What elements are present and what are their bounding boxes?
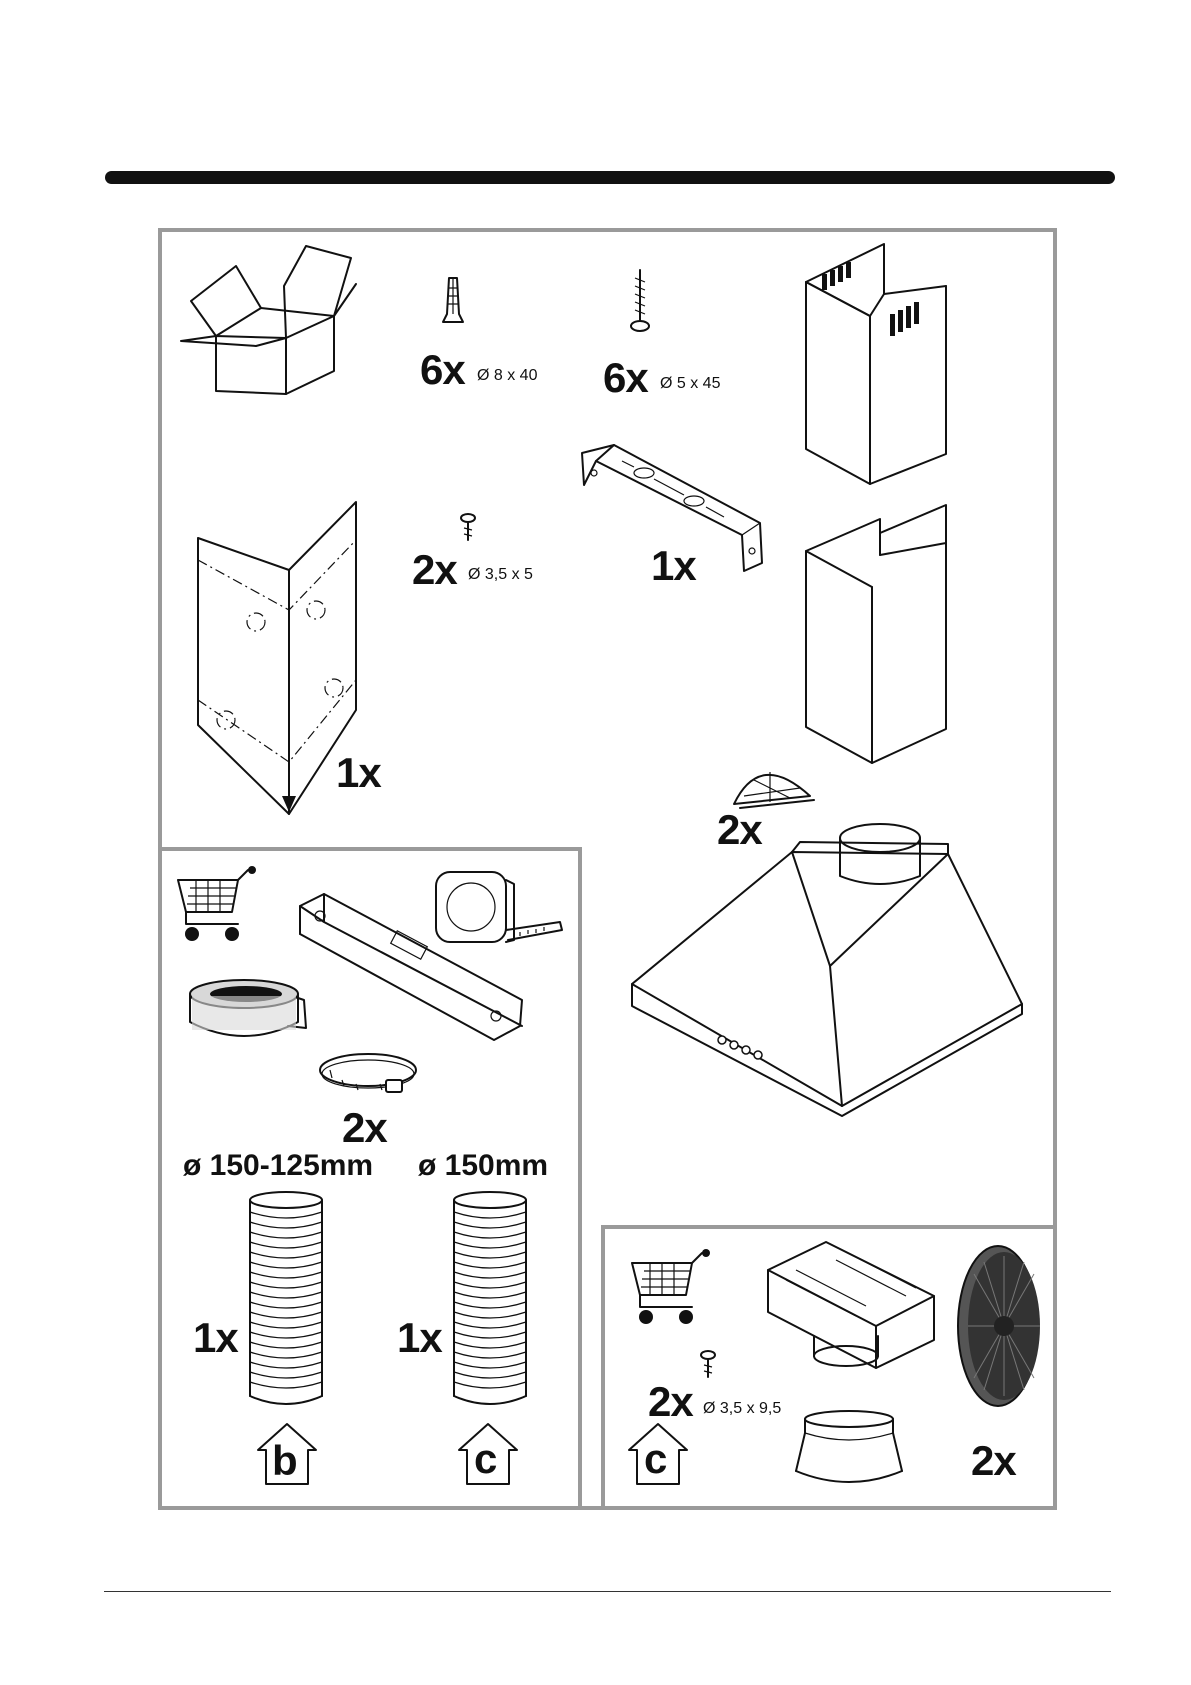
hose-clamp-icon — [316, 1050, 420, 1096]
adapter-ring-icon — [794, 1409, 904, 1489]
extraction-mode-letter: b — [272, 1440, 298, 1482]
tape-measure-icon — [434, 870, 564, 954]
recirculation-mode-letter-2: c — [644, 1438, 667, 1480]
recirculation-mode-icon-2: c — [625, 1420, 691, 1488]
hose-b-qty: 1x — [397, 1317, 442, 1359]
filter-grid-icon — [730, 762, 814, 812]
bracket-qty: 1x — [651, 545, 696, 587]
shopping-cart-icon-2 — [630, 1251, 712, 1325]
hose-a-qty: 1x — [193, 1317, 238, 1359]
lower-chimney-icon — [800, 505, 950, 767]
small-screw-dim: Ø 3,5 x 5 — [468, 567, 533, 583]
small-screw-icon-2 — [700, 1349, 716, 1379]
box-icon — [176, 246, 361, 401]
wall-plug-qty: 6x — [420, 349, 465, 391]
template-qty: 1x — [336, 752, 381, 794]
footer-rule — [104, 1591, 1111, 1592]
hose-b-diameter: ø 150mm — [418, 1151, 548, 1181]
wall-plug-dim: Ø 8 x 40 — [477, 368, 537, 384]
wall-screw-qty: 6x — [603, 357, 648, 399]
flexible-hose-a-icon — [246, 1190, 326, 1406]
upper-chimney-icon — [800, 244, 950, 489]
shopping-cart-icon — [176, 868, 258, 942]
carbon-filter-icon — [954, 1244, 1042, 1408]
extraction-mode-icon: b — [254, 1420, 320, 1488]
recirc-screw-qty: 2x — [648, 1381, 693, 1423]
recirculation-mode-icon: c — [455, 1420, 521, 1488]
recirculation-mode-letter: c — [474, 1438, 497, 1480]
aluminium-tape-icon — [188, 978, 308, 1044]
wall-screw-dim: Ø 5 x 45 — [660, 376, 720, 392]
carbon-filter-qty: 2x — [971, 1440, 1016, 1482]
small-screw-icon — [460, 512, 476, 542]
wall-plug-icon — [441, 274, 465, 330]
recirculation-deflector-icon — [766, 1240, 936, 1380]
flexible-hose-b-icon — [450, 1190, 530, 1406]
small-screw-qty: 2x — [412, 549, 457, 591]
hose-clamp-qty: 2x — [342, 1107, 387, 1149]
hose-a-diameter: ø 150-125mm — [183, 1151, 373, 1181]
section-heading-bar — [105, 171, 1115, 184]
cooker-hood-icon — [630, 816, 1025, 1118]
wall-screw-icon — [629, 268, 651, 336]
recirc-screw-dim: Ø 3,5 x 9,5 — [703, 1401, 781, 1417]
